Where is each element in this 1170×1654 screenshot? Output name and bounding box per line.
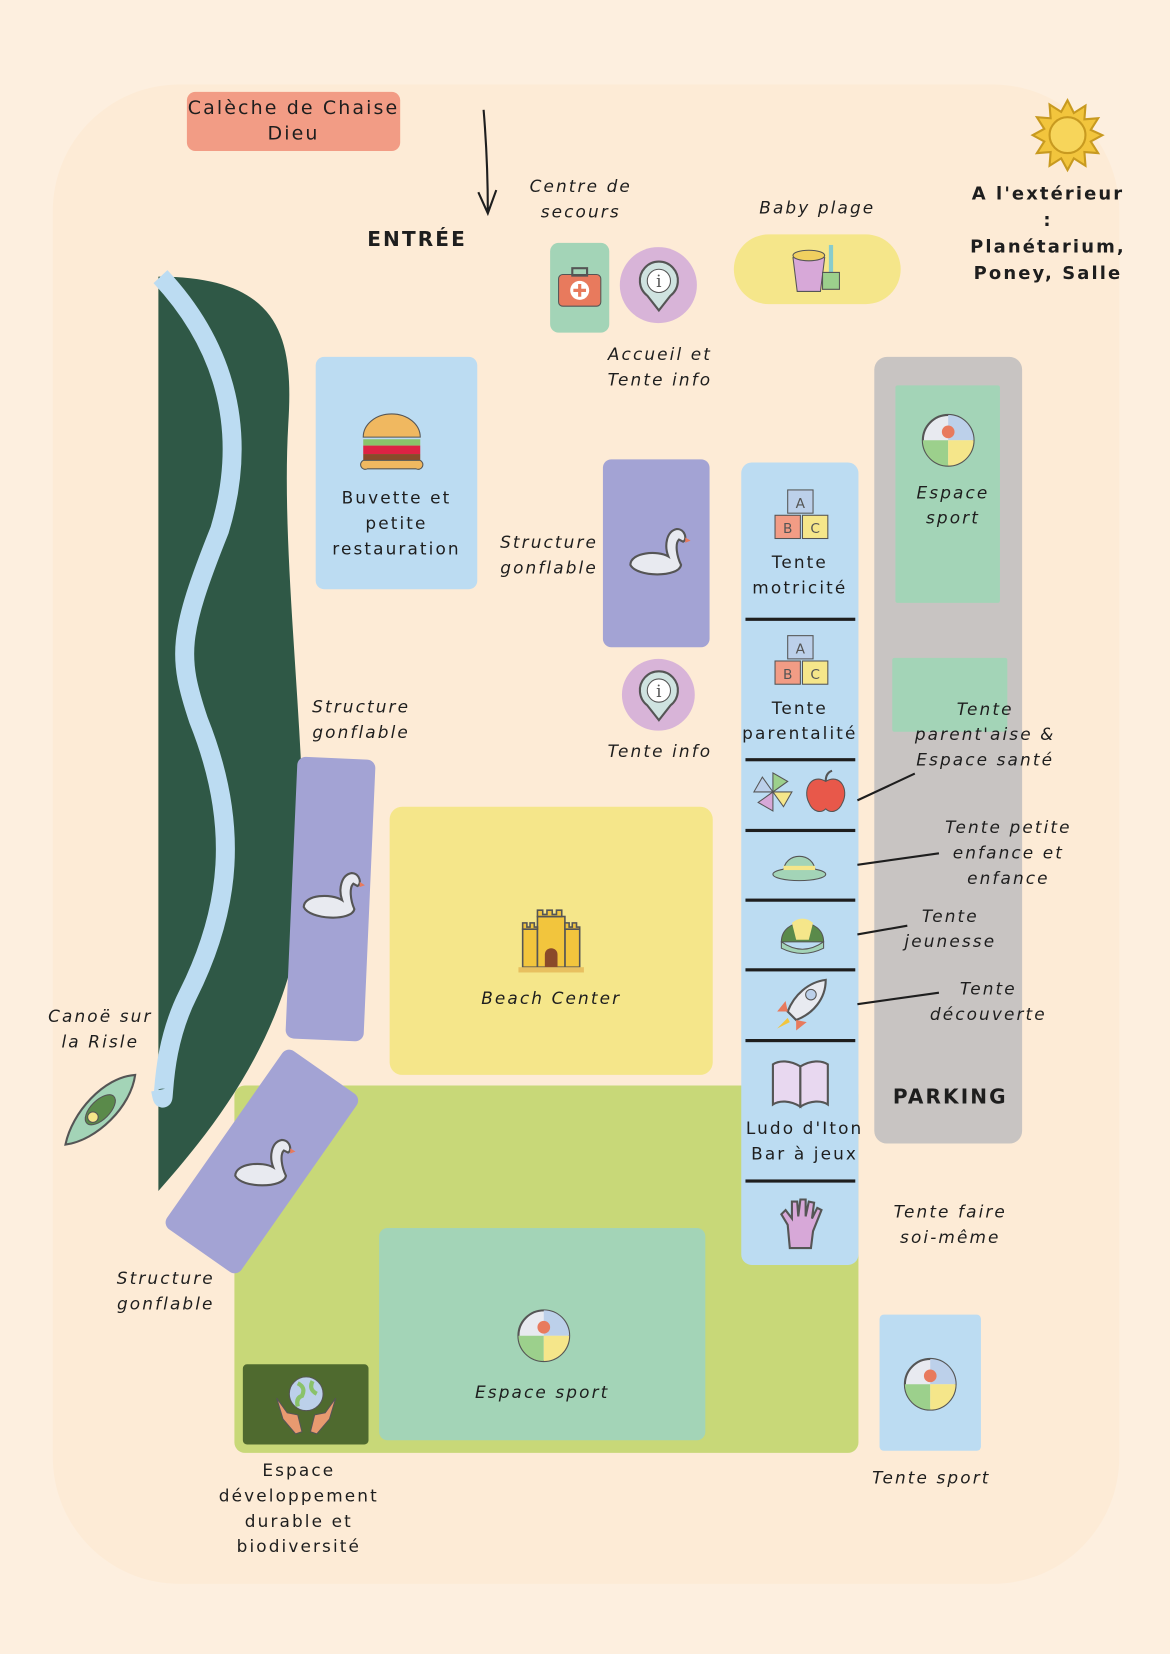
divider: [745, 1179, 856, 1183]
divider: [745, 758, 856, 762]
ludo-label[interactable]: Ludo d'Iton Bar à jeux: [745, 1118, 864, 1164]
inflatable-bottom-area[interactable]: [162, 1046, 362, 1277]
decouverte-label: Tente découverte: [929, 978, 1047, 1025]
first-aid-area[interactable]: [550, 242, 610, 333]
jeunesse-label: Tente jeunesse: [904, 905, 997, 952]
welcome-label: Accueil et Tente info: [607, 344, 713, 390]
caleche-badge: Calèche de Chaise Dieu: [186, 91, 401, 151]
earth-hands-icon: [276, 1376, 337, 1435]
info-tent-label: Tente info: [607, 741, 713, 762]
sport-tent-label: Tente sport: [872, 1467, 991, 1488]
inflatable-top-area[interactable]: [602, 459, 710, 648]
apple-icon: [806, 769, 846, 812]
swan-float-icon: [234, 1138, 296, 1187]
divider: [745, 828, 856, 833]
abc-blocks-icon: AB C: [774, 635, 829, 685]
inflatable-top-label: Structure gonflable: [500, 532, 599, 578]
sustainable-area[interactable]: [242, 1364, 369, 1445]
inflatable-left-label: Structure gonflable: [312, 696, 411, 743]
sport-center-label: Espace sport: [475, 1382, 610, 1403]
svg-text:C: C: [810, 521, 820, 537]
parking-label: PARKING: [892, 1085, 1008, 1109]
svg-text:A: A: [796, 642, 806, 658]
burger-icon: [360, 413, 424, 470]
diy-label: Tente faire soi-même: [893, 1201, 1007, 1248]
divider: [745, 898, 856, 902]
svg-text:A: A: [796, 496, 806, 512]
first-aid-kit-icon: [558, 267, 602, 307]
parentalite-label[interactable]: Tente parentalité: [742, 697, 858, 744]
cap-icon: [780, 918, 825, 955]
inflatable-left-area[interactable]: [285, 756, 376, 1042]
info-pin-icon: i: [638, 670, 679, 722]
sun-icon: [1030, 98, 1105, 173]
svg-text:B: B: [783, 667, 792, 683]
divider: [745, 1039, 856, 1043]
divider: [745, 617, 856, 621]
sport-center-area[interactable]: Espace sport: [379, 1228, 706, 1441]
sand-castle-icon: [518, 909, 584, 973]
outside-note: A l'extérieur : Planétarium, Poney, Sall…: [970, 183, 1126, 285]
snack-label: Buvette et petite restauration: [332, 487, 461, 559]
canoe-label: Canoë sur la Risle: [48, 1006, 153, 1052]
beach-ball-icon: [921, 413, 975, 467]
baby-beach-area[interactable]: [733, 234, 901, 305]
svg-text:B: B: [783, 521, 792, 537]
hat-icon: [772, 856, 827, 882]
canoe-icon: [64, 1073, 137, 1146]
entrance-arrow-icon: [477, 109, 498, 217]
svg-text:C: C: [810, 667, 820, 683]
entrance-label: ENTRÉE: [367, 228, 467, 252]
baby-beach-label: Baby plage: [759, 197, 876, 218]
beach-ball-icon: [517, 1309, 571, 1363]
rocket-icon: [777, 978, 827, 1031]
sport-tent-area[interactable]: [879, 1314, 981, 1451]
sustainable-label: Espace développement durable et biodiver…: [218, 1460, 379, 1557]
river-risle: [151, 270, 305, 1192]
sport-parking-area[interactable]: Espace sport: [895, 385, 1000, 603]
parentaise-label: Tente parent'aise & Espace santé: [914, 699, 1056, 770]
parentaise-area[interactable]: [892, 657, 1008, 732]
first-aid-label: Centre de secours: [529, 176, 632, 222]
pinwheel-icon: [753, 772, 793, 812]
info-pin-icon: i: [638, 260, 679, 313]
sport-parking-label: Espace sport: [916, 482, 990, 528]
beach-ball-icon: [903, 1357, 957, 1411]
beach-center-area[interactable]: Beach Center: [389, 806, 713, 1075]
open-book-icon: [771, 1060, 829, 1109]
info-tent-area[interactable]: i: [621, 658, 695, 731]
caleche-label: Calèche de Chaise Dieu: [187, 97, 400, 145]
snack-area[interactable]: Buvette et petite restauration: [315, 356, 478, 590]
abc-blocks-icon: AB C: [774, 489, 829, 540]
swan-float-icon: [302, 872, 365, 919]
motricite-label[interactable]: Tente motricité: [752, 552, 848, 598]
welcome-info-area[interactable]: i: [619, 247, 697, 324]
svg-text:i: i: [656, 271, 662, 291]
svg-text:i: i: [656, 681, 662, 701]
beach-center-label: Beach Center: [481, 988, 622, 1009]
petite-enfance-label: Tente petite enfance et enfance: [945, 817, 1072, 889]
inflatable-bottom-label: Structure gonflable: [116, 1268, 215, 1314]
swan-float-icon: [629, 527, 691, 576]
sand-bucket-icon: [792, 244, 840, 292]
divider: [745, 968, 856, 972]
glove-icon: [780, 1198, 823, 1250]
